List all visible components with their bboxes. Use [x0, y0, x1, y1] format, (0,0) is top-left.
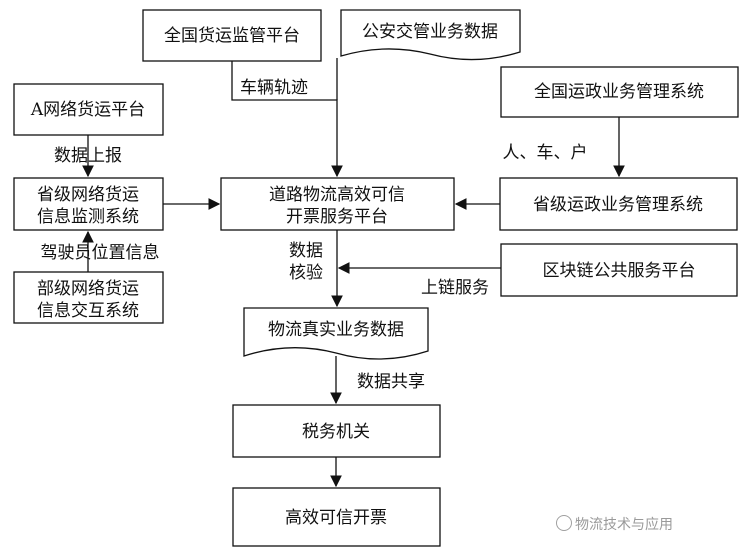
- node-provincial-transport-system: 省级运政业务管理系统: [499, 177, 738, 231]
- svg-text:高效可信开票: 高效可信开票: [285, 508, 387, 528]
- svg-text:道路物流高效可信: 道路物流高效可信: [269, 185, 405, 205]
- svg-text:A网络货运平台: A网络货运平台: [30, 100, 145, 120]
- node-blockchain-platform: 区块链公共服务平台: [500, 243, 738, 297]
- svg-text:信息交互系统: 信息交互系统: [37, 301, 139, 321]
- label-data-verify-2: 核验: [289, 263, 323, 283]
- node-national-transport-system: 全国运政业务管理系统: [500, 66, 739, 118]
- svg-text:物流真实业务数据: 物流真实业务数据: [268, 320, 404, 340]
- svg-text:部级网络货运: 部级网络货运: [37, 279, 139, 299]
- svg-text:全国运政业务管理系统: 全国运政业务管理系统: [534, 82, 704, 102]
- label-data-report: 数据上报: [54, 146, 122, 166]
- svg-text:区块链公共服务平台: 区块链公共服务平台: [543, 261, 696, 281]
- label-data-verify-1: 数据: [289, 241, 323, 261]
- node-efficient-invoice: 高效可信开票: [232, 487, 441, 547]
- node-tax-authority: 税务机关: [232, 404, 441, 458]
- svg-text:省级网络货运: 省级网络货运: [37, 185, 139, 205]
- label-data-share: 数据共享: [357, 372, 425, 392]
- watermark: 物流技术与应用: [556, 514, 673, 534]
- label-vehicle-track: 车辆轨迹: [240, 78, 308, 98]
- node-logistics-real-data: 物流真实业务数据: [243, 307, 429, 360]
- label-driver-location: 驾驶员位置信息: [41, 243, 160, 263]
- svg-text:信息监测系统: 信息监测系统: [37, 207, 139, 227]
- svg-text:税务机关: 税务机关: [302, 422, 370, 442]
- node-core-invoice-platform: 道路物流高效可信 开票服务平台: [220, 177, 455, 231]
- svg-text:公安交管业务数据: 公安交管业务数据: [362, 22, 498, 42]
- svg-text:省级运政业务管理系统: 省级运政业务管理系统: [533, 195, 703, 215]
- node-ministry-exchange-system: 部级网络货运 信息交互系统: [13, 271, 164, 324]
- label-chain-service: 上链服务: [421, 278, 489, 298]
- watermark-logo-icon: [556, 515, 572, 531]
- node-provincial-monitor-system: 省级网络货运 信息监测系统: [13, 177, 164, 231]
- node-public-security-data: 公安交管业务数据: [340, 9, 521, 61]
- node-national-freight: 全国货运监管平台: [142, 9, 322, 62]
- node-a-freight-platform: A网络货运平台: [13, 83, 164, 136]
- watermark-text: 物流技术与应用: [575, 517, 673, 533]
- svg-text:全国货运监管平台: 全国货运监管平台: [164, 26, 300, 46]
- edge-national-freight-to-core: [231, 61, 343, 178]
- svg-text:开票服务平台: 开票服务平台: [286, 207, 388, 227]
- label-people-car-household: 人、车、户: [503, 143, 588, 163]
